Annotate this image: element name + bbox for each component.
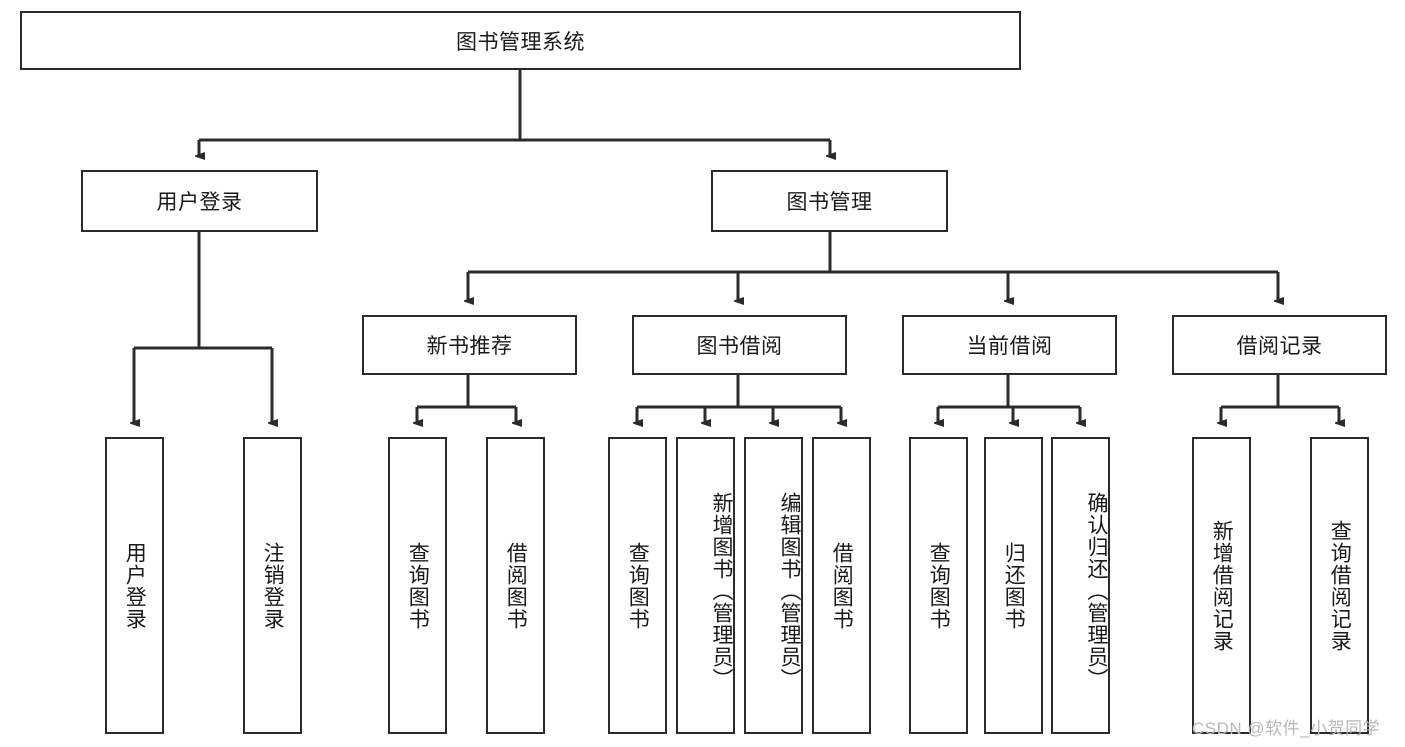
node-label: 编辑图书（管理员）	[778, 491, 801, 690]
watermark: CSDN @软件_小贺同学	[1192, 719, 1381, 738]
node-label: 图书借阅	[696, 335, 783, 358]
node-label: 当前借阅	[966, 335, 1053, 358]
node-label: 用户登录	[123, 541, 147, 630]
leaf-query-book-current[interactable]: 查询图书	[909, 437, 968, 734]
node-current-borrow[interactable]: 当前借阅	[902, 315, 1117, 375]
node-label: 新增借阅记录	[1210, 519, 1234, 652]
node-book-management[interactable]: 图书管理	[711, 170, 948, 232]
leaf-query-borrow-record[interactable]: 查询借阅记录	[1310, 437, 1369, 734]
node-book-borrow[interactable]: 图书借阅	[632, 315, 847, 375]
node-label: 用户登录	[156, 191, 243, 214]
leaf-confirm-return-admin[interactable]: 确认归还（管理员）	[1051, 437, 1110, 734]
node-label: 新增图书（管理员）	[710, 491, 733, 690]
node-label: 借阅记录	[1236, 335, 1323, 358]
leaf-edit-book-admin[interactable]: 编辑图书（管理员）	[744, 437, 803, 734]
node-label: 新书推荐	[426, 335, 513, 358]
leaf-query-book-borrow[interactable]: 查询图书	[608, 437, 667, 734]
node-label: 图书管理系统	[456, 30, 585, 54]
leaf-query-book-newrec[interactable]: 查询图书	[388, 437, 447, 734]
node-label: 借阅图书	[830, 541, 854, 630]
node-label: 归还图书	[1002, 541, 1026, 630]
node-label: 注销登录	[261, 541, 285, 630]
node-borrow-records[interactable]: 借阅记录	[1172, 315, 1387, 375]
node-label: 图书管理	[786, 191, 873, 214]
node-user-login[interactable]: 用户登录	[81, 170, 318, 232]
node-new-book-recommend[interactable]: 新书推荐	[362, 315, 577, 375]
leaf-user-login[interactable]: 用户登录	[105, 437, 164, 734]
leaf-lend-book[interactable]: 借阅图书	[812, 437, 871, 734]
node-label: 确认归还（管理员）	[1085, 491, 1108, 690]
leaf-add-borrow-record[interactable]: 新增借阅记录	[1192, 437, 1251, 734]
leaf-add-book-admin[interactable]: 新增图书（管理员）	[676, 437, 735, 734]
node-label: 查询图书	[927, 541, 951, 630]
leaf-return-book[interactable]: 归还图书	[984, 437, 1043, 734]
node-label: 查询借阅记录	[1328, 519, 1352, 652]
node-label: 查询图书	[626, 541, 650, 630]
node-book-management-system[interactable]: 图书管理系统	[20, 11, 1021, 70]
leaf-borrow-book-newrec[interactable]: 借阅图书	[486, 437, 545, 734]
leaf-logout[interactable]: 注销登录	[243, 437, 302, 734]
node-label: 借阅图书	[504, 541, 528, 630]
node-label: 查询图书	[406, 541, 430, 630]
